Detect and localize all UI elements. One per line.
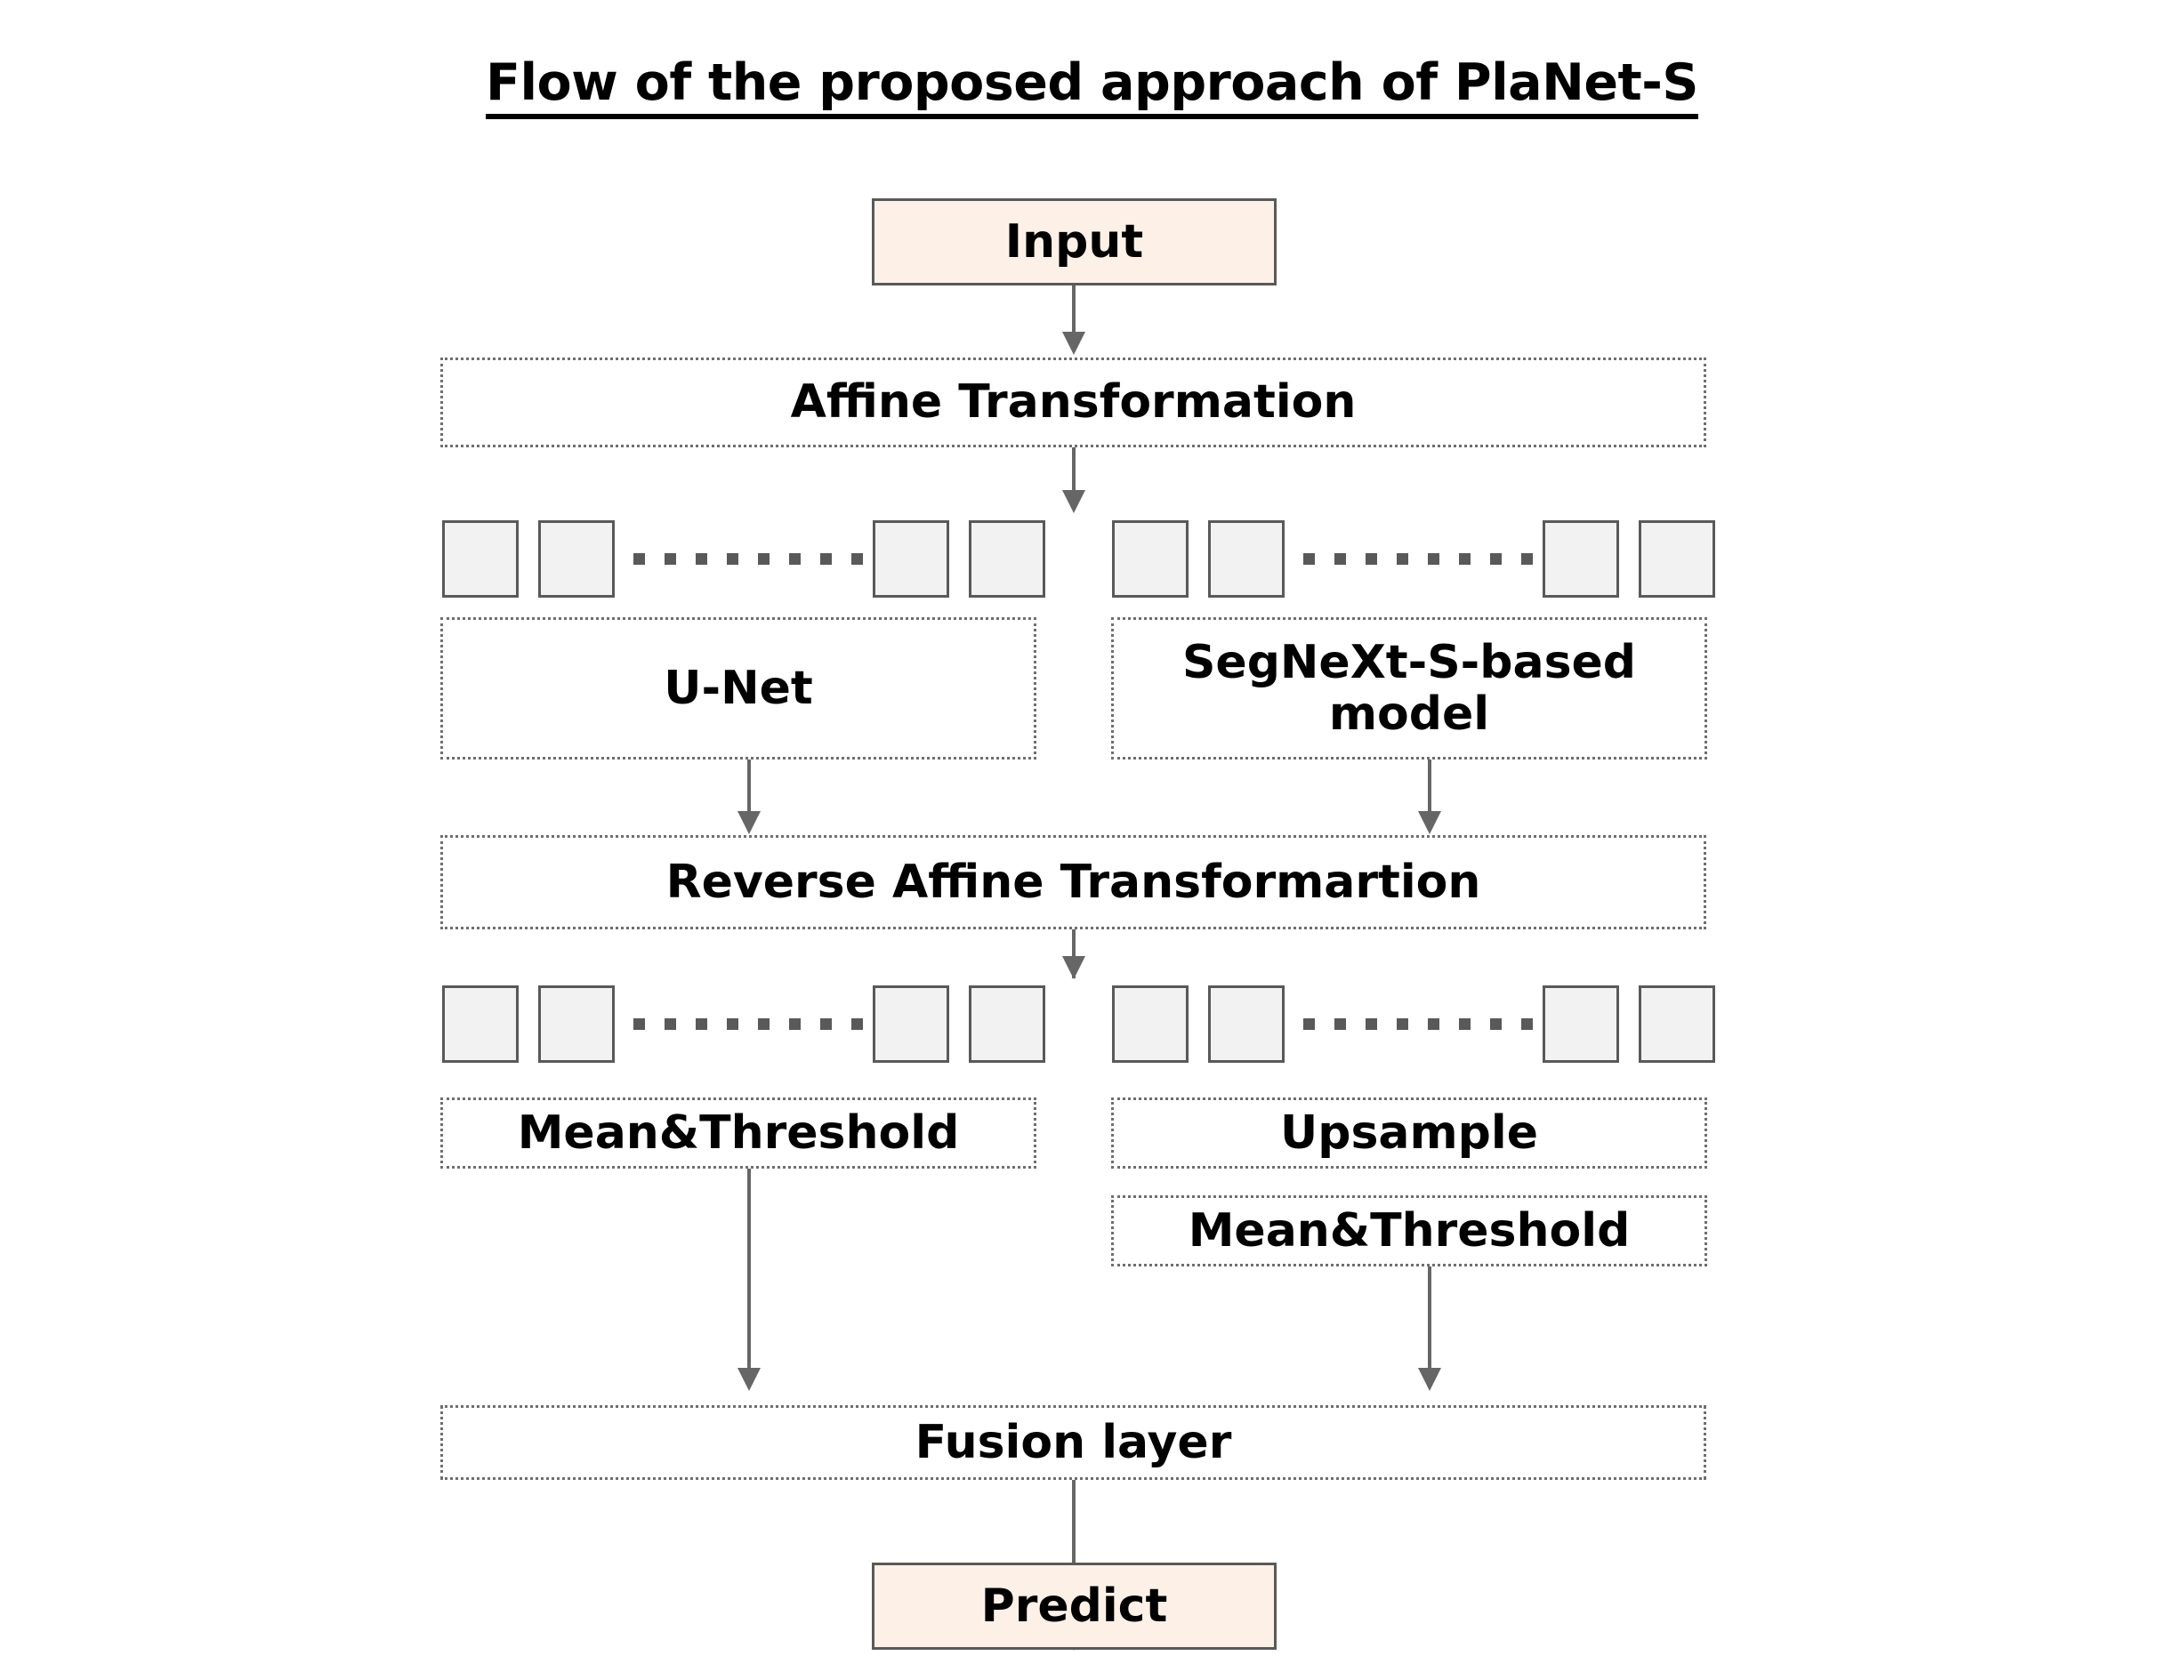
node-fusion-layer-label: Fusion layer	[915, 1415, 1232, 1469]
edge-meanthreshold-left-to-fusion-head	[737, 1368, 761, 1391]
node-segnext[interactable]: SegNeXt-S-based model	[1111, 617, 1707, 760]
feature-dots-top-right	[1303, 553, 1533, 565]
node-mean-threshold-right[interactable]: Mean&Threshold	[1111, 1195, 1707, 1266]
node-affine-transformation[interactable]: Affine Transformation	[440, 358, 1706, 447]
node-mean-threshold-left[interactable]: Mean&Threshold	[440, 1097, 1036, 1169]
node-mean-threshold-left-label: Mean&Threshold	[517, 1105, 960, 1160]
feature-square-top-left-1	[442, 520, 519, 598]
feature-square-bottom-right-2	[1208, 985, 1285, 1063]
edge-meanthreshold-right-to-fusion-line	[1428, 1266, 1431, 1371]
node-unet[interactable]: U-Net	[440, 617, 1036, 760]
feature-square-top-left-2	[538, 520, 615, 598]
edge-reverse-to-features-line	[1072, 929, 1076, 978]
edge-unet-to-reverse-head	[737, 811, 761, 834]
node-predict-label: Predict	[980, 1579, 1168, 1633]
feature-square-top-right-3	[1543, 520, 1619, 598]
node-upsample[interactable]: Upsample	[1111, 1097, 1707, 1169]
feature-square-bottom-left-1	[442, 985, 519, 1063]
page-title: Flow of the proposed approach of PlaNet-…	[0, 53, 2184, 119]
edge-meanthreshold-right-to-fusion-head	[1418, 1368, 1441, 1391]
node-affine-transformation-label: Affine Transformation	[790, 375, 1357, 430]
feature-square-bottom-right-1	[1112, 985, 1189, 1063]
feature-square-bottom-left-2	[538, 985, 615, 1063]
node-reverse-affine-label: Reverse Affine Transformartion	[665, 855, 1481, 909]
edge-input-to-affine-line	[1072, 285, 1076, 335]
feature-square-top-left-4	[969, 520, 1045, 598]
edge-affine-to-features-line	[1072, 447, 1076, 494]
edge-input-to-affine-head	[1062, 332, 1085, 355]
feature-square-top-right-4	[1639, 520, 1715, 598]
feature-dots-top-left	[633, 553, 863, 565]
feature-square-bottom-right-3	[1543, 985, 1619, 1063]
edge-meanthreshold-left-to-fusion-line	[747, 1169, 751, 1371]
feature-square-bottom-right-4	[1639, 985, 1715, 1063]
node-predict[interactable]: Predict	[872, 1563, 1277, 1650]
feature-dots-bottom-left	[633, 1018, 863, 1030]
feature-square-bottom-left-4	[969, 985, 1045, 1063]
feature-square-top-right-1	[1112, 520, 1189, 598]
node-fusion-layer[interactable]: Fusion layer	[440, 1405, 1706, 1480]
node-unet-label: U-Net	[664, 661, 813, 715]
feature-square-top-left-3	[873, 520, 949, 598]
edge-segnext-to-reverse-head	[1418, 811, 1441, 834]
feature-dots-bottom-right	[1303, 1018, 1533, 1030]
node-segnext-label: SegNeXt-S-based model	[1181, 635, 1637, 741]
edge-affine-to-features-head	[1062, 490, 1085, 513]
feature-square-bottom-left-3	[873, 985, 949, 1063]
feature-square-top-right-2	[1208, 520, 1285, 598]
edge-segnext-to-reverse-line	[1428, 760, 1431, 815]
edge-unet-to-reverse-line	[747, 760, 751, 815]
node-input-label: Input	[1004, 214, 1144, 269]
node-reverse-affine[interactable]: Reverse Affine Transformartion	[440, 835, 1706, 929]
node-mean-threshold-right-label: Mean&Threshold	[1188, 1203, 1631, 1258]
page-title-text: Flow of the proposed approach of PlaNet-…	[486, 53, 1698, 119]
node-upsample-label: Upsample	[1280, 1105, 1538, 1160]
node-input[interactable]: Input	[872, 198, 1277, 285]
edge-reverse-to-features-head	[1062, 956, 1085, 979]
